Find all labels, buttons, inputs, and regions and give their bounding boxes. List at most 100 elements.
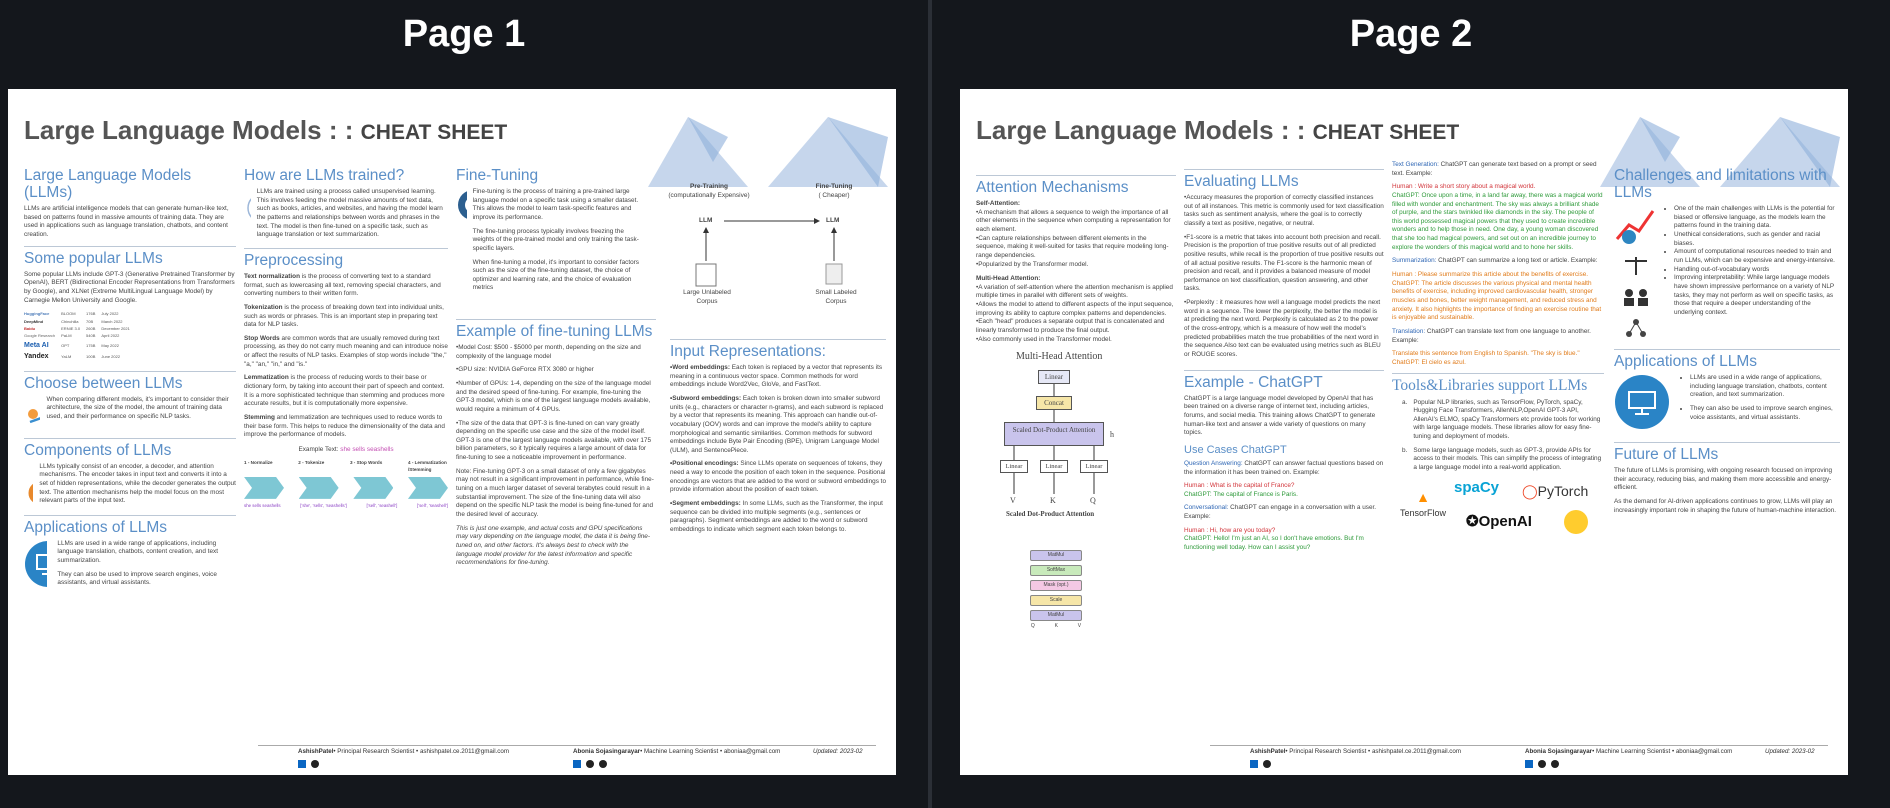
updated-date: Updated: 2023-02 (813, 748, 863, 755)
sm-human: Human : Please summarize this article ab… (1392, 271, 1589, 279)
diagram-arrows (695, 218, 843, 287)
chatgpt-text: ChatGPT is a large language model develo… (1184, 394, 1376, 437)
challenges-heading: Challenges and limitations with LLMs (1614, 167, 1827, 202)
concat-box: Concat (1036, 396, 1072, 411)
use-cases-heading: Use Cases ChatGPT (1184, 443, 1287, 456)
qa-text: Question Answering: ChatGPT can answer f… (1184, 459, 1384, 476)
segment-embeddings-text: •Segment embeddings: In some LLMs, such … (670, 500, 883, 533)
author-2: Abonia Sojasingarayar• Machine Learning … (1525, 748, 1733, 755)
medium-icon[interactable] (599, 760, 607, 768)
step-arrow-icon (298, 476, 339, 499)
author-2: Abonia Sojasingarayar• Machine Learning … (573, 748, 781, 755)
tools-b: b.Some large language models, such as GP… (1402, 446, 1602, 471)
linear-box: Linear (1040, 460, 1068, 474)
q-label: Q (1030, 623, 1035, 630)
self-attention-b1: •A mechanism that allows a sequence to w… (976, 208, 1171, 233)
github-icon[interactable] (1538, 760, 1546, 768)
step-output: ['sell', 'seashell'] (366, 502, 398, 508)
positional-encodings-text: •Positional encodings: Since LLMs operat… (670, 460, 886, 494)
apps-block: LLMs are used in a wide range of applica… (24, 540, 236, 588)
spacy-logo: spaCy (1454, 478, 1500, 496)
github-icon[interactable] (311, 760, 319, 768)
linear-box: Linear (1038, 370, 1070, 385)
apps-heading: Applications of LLMs (24, 514, 236, 536)
linkedin-icon[interactable] (298, 760, 306, 768)
future-text-1: The future of LLMs is promising, with on… (1614, 467, 1833, 492)
heads-label: h (1110, 430, 1114, 440)
example-finetune-b4: •The size of the data that GPT-3 is fine… (456, 419, 652, 462)
step-label: 3 - Stop Words (349, 460, 383, 466)
page-title: Large Language Models : : CHEAT SHEET (976, 115, 1460, 145)
apps2-heading: Applications of LLMs (1614, 349, 1840, 370)
medium-icon[interactable] (1551, 760, 1559, 768)
page-2-footer: AshishPatel• Principal Research Scientis… (960, 741, 1848, 775)
list-item: One of the main challenges with LLMs is … (1674, 205, 1840, 231)
v-label: V (1077, 623, 1082, 630)
normalization-text: Text normalization is the process of con… (244, 272, 441, 298)
page-2-header: Page 2 (932, 0, 1890, 68)
choose-text: When comparing different models, it's im… (46, 395, 229, 421)
choose-heading: Choose between LLMs (24, 370, 236, 392)
perplexity-text: •Perplexity : it measures how well a lan… (1184, 299, 1381, 358)
linkedin-icon[interactable] (1250, 760, 1258, 768)
list-item: Amount of computational resources needed… (1674, 248, 1840, 265)
library-logos: spaCy ◯PyTorch ▲TensorFlow ✪OpenAI (1392, 478, 1604, 542)
llm-text: LLMs are artificial intelligence models … (24, 205, 229, 239)
step-output: ['sell', 'seashell'] (417, 502, 448, 508)
network-icon (1626, 319, 1646, 338)
v-label: V (1010, 496, 1016, 506)
matmul-box: MatMul (1030, 610, 1082, 622)
challenges-block: One of the main challenges with LLMs is … (1614, 205, 1840, 339)
pretraining-sublabel: (computationally Expensive) (668, 191, 750, 199)
list-item: Unethical considerations, such as gender… (1674, 231, 1840, 248)
sdp-attention-box: Scaled Dot-Product Attention (1004, 422, 1104, 447)
brain-network-icon (247, 198, 251, 218)
trained-block: LLMs are trained using a process called … (244, 188, 448, 240)
github-icon[interactable] (1263, 760, 1271, 768)
sdp-mini-diagram: MatMul SoftMax Mask (opt.) Scale MatMul … (1021, 550, 1091, 630)
finetuning-heading: Fine-Tuning (456, 167, 539, 184)
linkedin-icon[interactable] (573, 760, 581, 768)
author-1: AshishPatel• Principal Research Scientis… (1250, 748, 1462, 755)
apps2-block: LLMs are used in a wide range of applica… (1614, 374, 1840, 430)
github-icon[interactable] (586, 760, 594, 768)
multihead-figure: Multi-Head Attention Linear Concat Scale… (976, 350, 1176, 550)
wrench-gear-icon (28, 483, 34, 503)
author-1: AshishPatel• Principal Research Scientis… (298, 748, 510, 755)
lemmatization-text: Lemmatization is the process of reducing… (244, 374, 445, 408)
example-finetune-b2: •GPU size: NVIDIA GeForce RTX 3080 or hi… (456, 366, 594, 374)
example-finetune-section: Example of fine-tuning LLMs •Model Cost:… (456, 313, 656, 573)
choose-block: When comparing different models, it's im… (24, 396, 236, 432)
finetune-sublabel: ( Cheaper) (818, 191, 850, 199)
page-1-footer: AshishPatel• Principal Research Scientis… (8, 741, 896, 775)
openai-logo: ✪OpenAI (1466, 512, 1532, 530)
growth-chart-icon (1615, 210, 1655, 245)
p2-column-3: Text Generation: ChatGPT can generate te… (1392, 161, 1604, 542)
popular-heading: Some popular LLMs (24, 245, 236, 267)
sm-chatgpt: ChatGPT: The article discusses the vario… (1392, 279, 1602, 322)
header-triangles (1600, 117, 1840, 187)
conv-chatgpt: ChatGPT: Hello! I'm just an AI, so I don… (1184, 535, 1364, 552)
figure-title: Multi-Head Attention (1016, 351, 1103, 363)
pytorch-logo: ◯PyTorch (1522, 482, 1589, 499)
example-finetune-disclaimer: This is just one example, and actual cos… (456, 524, 650, 567)
scales-icon (1625, 257, 1647, 276)
finetune-label: Fine-Tuning (815, 183, 853, 190)
monitor-icon (25, 540, 48, 587)
k-label: K (1054, 623, 1058, 630)
scale-box: Scale (1030, 595, 1082, 607)
linkedin-icon[interactable] (1525, 760, 1533, 768)
qa-chatgpt: ChatGPT: The capital of France is Paris. (1184, 490, 1298, 498)
step-arrow-icon (244, 476, 284, 499)
pipeline-arrows (244, 476, 448, 499)
example-finetune-note: Note: Fine-tuning GPT-3 on a small datas… (456, 467, 654, 518)
multihead-label: Multi-Head Attention: (976, 275, 1041, 283)
input-rep-heading: Input Representations: (670, 339, 886, 360)
finetuning-text-3: When fine-tuning a model, it's important… (472, 258, 639, 292)
